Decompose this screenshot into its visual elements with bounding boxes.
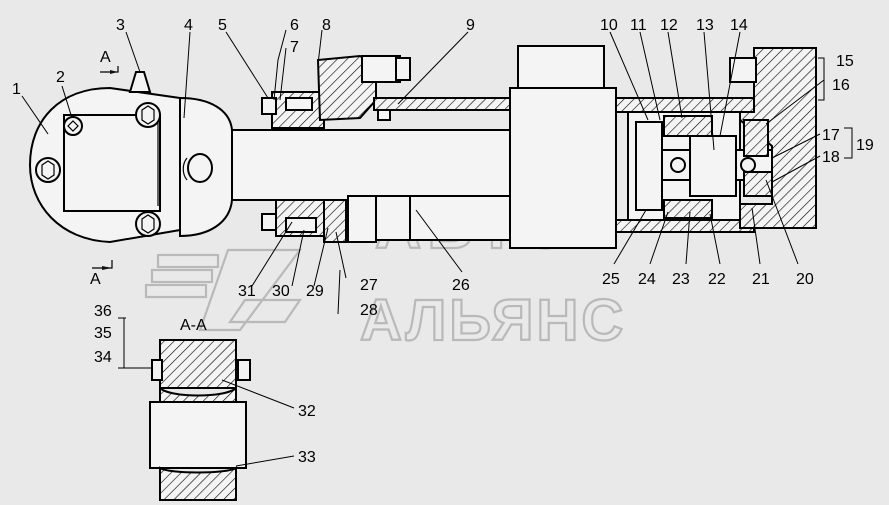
callout-29: 29 [306, 283, 324, 300]
lubrication-fitting [63, 116, 83, 136]
callout-25: 25 [602, 271, 620, 288]
watermark-logo [144, 248, 303, 332]
watermark-line2: АЛЬЯНС [360, 288, 626, 353]
leader-lines [21, 29, 853, 467]
cylinder-body [509, 45, 817, 249]
callout-8: 8 [322, 17, 331, 34]
section-marker-bottom [92, 260, 113, 270]
section-marker-label-bottom: А [90, 271, 101, 288]
section-aa-view [149, 339, 251, 501]
callout-1: 1 [12, 81, 21, 98]
callout-3: 3 [116, 17, 125, 34]
lower-housing [261, 195, 511, 243]
grease-nipple [128, 71, 152, 93]
callout-5: 5 [218, 17, 227, 34]
callout-14: 14 [730, 17, 748, 34]
section-marker-top [100, 66, 119, 74]
section-marker-label-top: А [100, 49, 111, 66]
callout-23: 23 [672, 271, 690, 288]
callout-21: 21 [752, 271, 770, 288]
callout-15: 15 [836, 53, 854, 70]
callout-30: 30 [272, 283, 290, 300]
callout-19: 19 [856, 137, 874, 154]
callout-36: 36 [94, 303, 112, 320]
callout-28: 28 [360, 302, 378, 319]
callout-13: 13 [696, 17, 714, 34]
callout-12: 12 [660, 17, 678, 34]
callout-16: 16 [832, 77, 850, 94]
callout-35: 35 [94, 325, 112, 342]
callout-26: 26 [452, 277, 470, 294]
callout-7: 7 [290, 39, 299, 56]
upper-housing [261, 54, 515, 129]
callout-32: 32 [298, 403, 316, 420]
callout-6: 6 [290, 17, 299, 34]
callout-24: 24 [638, 271, 656, 288]
callout-2: 2 [56, 69, 65, 86]
section-view-title: А-А [180, 317, 207, 334]
callout-labels: 1 2 3 4 5 6 7 8 9 10 11 12 13 14 15 16 1… [12, 17, 874, 466]
callout-11: 11 [630, 17, 647, 34]
callout-17: 17 [822, 127, 840, 144]
callout-9: 9 [466, 17, 475, 34]
callout-27: 27 [360, 277, 378, 294]
rod-arm [179, 96, 513, 238]
callout-31: 31 [238, 283, 256, 300]
callout-22: 22 [708, 271, 726, 288]
callout-10: 10 [600, 17, 618, 34]
callout-4: 4 [184, 17, 193, 34]
callout-34: 34 [94, 349, 112, 366]
callout-20: 20 [796, 271, 814, 288]
lever-bolts [35, 102, 161, 237]
callout-18: 18 [822, 149, 840, 166]
callout-33: 33 [298, 449, 316, 466]
lever [28, 71, 181, 244]
